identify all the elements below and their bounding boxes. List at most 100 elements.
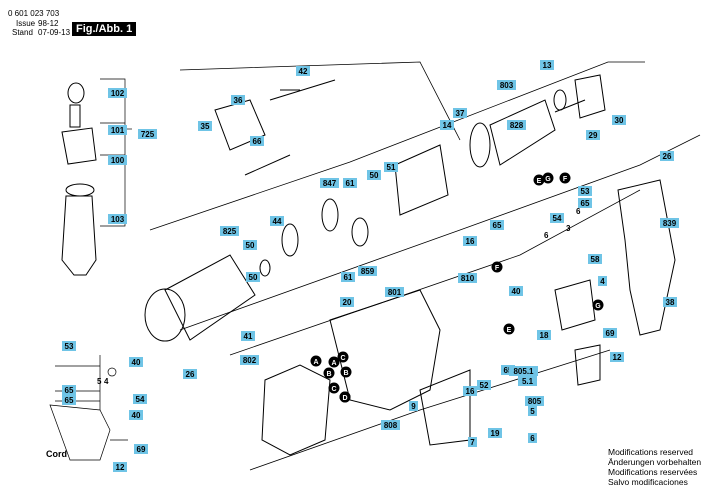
part-label-box [598, 276, 607, 286]
part-label-box [507, 120, 526, 130]
stand-label: Stand [12, 28, 33, 37]
part-label: 101 [111, 126, 125, 135]
part-label-box [463, 386, 477, 396]
region-outlines [149, 61, 701, 471]
field-coil [261, 364, 331, 456]
part-label-box [528, 433, 537, 443]
part-label: 69 [137, 445, 146, 454]
part-label-box [240, 355, 259, 365]
circle-letter-badge [310, 355, 322, 367]
part-label: 16 [466, 387, 475, 396]
circle-letter-badge [328, 382, 340, 394]
part-label-box [578, 186, 592, 196]
part-label: 37 [456, 109, 465, 118]
circle-letter: B [326, 371, 331, 378]
part-label-box [610, 352, 624, 362]
part-label-box [525, 396, 544, 406]
side-handle [61, 82, 97, 276]
part-label-box [296, 66, 310, 76]
part-label-box [358, 266, 377, 276]
part-label: 825 [223, 227, 237, 236]
part-label-box [108, 214, 127, 224]
part-label: 26 [186, 370, 195, 379]
plain-label: 5 [97, 377, 102, 386]
circle-letter-badge [503, 323, 515, 335]
part-number: 0 601 023 703 [8, 9, 60, 18]
switch [554, 279, 601, 386]
circle-letter: D [342, 395, 347, 402]
stand-date: 07-09-13 [38, 28, 71, 37]
part-label-box [108, 125, 127, 135]
part-label: 58 [591, 255, 600, 264]
circle-letter-badge [328, 356, 340, 368]
part-label: 12 [613, 353, 622, 362]
part-label-box [550, 213, 564, 223]
part-label: 14 [443, 121, 452, 130]
circle-letter: G [595, 303, 601, 310]
part-label-box [134, 444, 148, 454]
part-label: 808 [384, 421, 398, 430]
part-label-box [341, 272, 355, 282]
part-label-box [603, 328, 617, 338]
circle-letter: C [331, 386, 336, 393]
part-label-box [246, 272, 260, 282]
part-label: 53 [581, 187, 590, 196]
part-label: 7 [470, 438, 475, 447]
part-label: 50 [249, 273, 258, 282]
note-line: Änderungen vorbehalten [608, 457, 702, 467]
part-label: 50 [246, 241, 255, 250]
part-label: 65 [493, 221, 502, 230]
part-label-box [231, 95, 245, 105]
chuck [214, 79, 336, 176]
part-label-box [409, 401, 418, 411]
part-label: 847 [323, 179, 337, 188]
side-handle-brackets [100, 78, 132, 227]
part-label-box [578, 198, 592, 208]
part-label: 29 [589, 131, 598, 140]
wiring-diagram [49, 355, 128, 461]
part-label-box [468, 437, 477, 447]
part-label: 40 [512, 287, 521, 296]
part-label-box [660, 218, 679, 228]
part-label-box [367, 170, 381, 180]
circle-letter: E [537, 178, 542, 185]
part-label: 801 [388, 288, 402, 297]
circle-letter-badge [533, 174, 545, 186]
part-label-box [501, 365, 515, 375]
part-label-box [540, 60, 554, 70]
part-label-box [477, 380, 491, 390]
plain-label: 3 [566, 224, 571, 233]
part-label: 54 [136, 395, 145, 404]
part-label: 5 [530, 407, 535, 416]
part-label-box [113, 462, 127, 472]
part-label: 20 [343, 298, 352, 307]
modifications-notes: Modifications reserved Änderungen vorbeh… [608, 447, 701, 487]
part-label: 65 [65, 396, 74, 405]
part-label-box [384, 162, 398, 172]
circle-letter: A [313, 359, 318, 366]
part-label-box [612, 115, 626, 125]
rear-handle [617, 179, 676, 336]
part-label-box [528, 406, 537, 416]
gear-housing [144, 254, 256, 342]
note-line: Modifications reserved [608, 447, 694, 457]
circle-letter-badge [323, 367, 335, 379]
part-label-box [537, 330, 551, 340]
part-label: 38 [666, 298, 675, 307]
part-label-box [133, 394, 147, 404]
part-label-box [183, 369, 197, 379]
part-label: 9 [411, 402, 416, 411]
part-label: 802 [243, 356, 257, 365]
part-label: 61 [344, 273, 353, 282]
part-label-box [385, 287, 404, 297]
part-label-box [588, 254, 602, 264]
part-label: 42 [299, 67, 308, 76]
part-label-box [198, 121, 212, 131]
part-label: 805.1 [513, 367, 534, 376]
circle-letter: F [495, 265, 500, 272]
part-label-box [488, 428, 502, 438]
part-label: 5.1 [522, 377, 534, 386]
